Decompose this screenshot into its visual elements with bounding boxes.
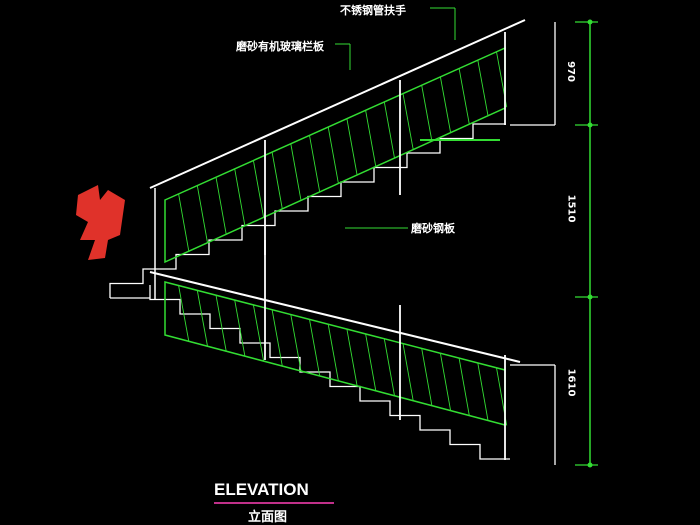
dimension-970: 970 bbox=[564, 61, 576, 82]
upper-handrail bbox=[149, 19, 526, 189]
panel-hatch-line bbox=[309, 319, 321, 377]
panel-hatch-line bbox=[309, 135, 321, 193]
panel-hatch-line bbox=[439, 76, 452, 133]
dimension-1510: 1510 bbox=[565, 194, 577, 223]
panel-hatch-line bbox=[271, 152, 283, 209]
panel-hatch-line bbox=[215, 177, 227, 235]
lower-flight-steps bbox=[149, 285, 510, 460]
label-handrail: 不锈钢管扶手 bbox=[340, 4, 406, 17]
panel-hatch-line bbox=[178, 193, 190, 252]
panel-hatch-line bbox=[458, 358, 470, 416]
panel-hatch-line bbox=[402, 343, 414, 401]
dimension-node bbox=[587, 294, 593, 300]
panel-hatch-line bbox=[383, 338, 395, 396]
drawing-title: ELEVATION bbox=[214, 480, 309, 499]
panel-hatch-line bbox=[196, 290, 208, 347]
title-underline bbox=[214, 502, 334, 504]
panel-hatch-line bbox=[196, 185, 208, 243]
panel-hatch-line bbox=[458, 68, 470, 125]
panel-hatch-line bbox=[252, 160, 265, 218]
panel-hatch-line bbox=[234, 168, 246, 226]
panel-hatch-line bbox=[365, 110, 377, 167]
dimension-1610: 1610 bbox=[565, 368, 577, 397]
panel-hatch-line bbox=[402, 93, 414, 150]
panel-hatch-line bbox=[327, 126, 339, 184]
panel-hatch-line bbox=[477, 362, 489, 421]
lower-handrail bbox=[149, 271, 521, 363]
panel-hatch-line bbox=[383, 101, 395, 159]
panel-hatch-line bbox=[346, 118, 358, 176]
panel-hatch-line bbox=[327, 324, 339, 381]
panel-hatch-line bbox=[252, 304, 265, 362]
panel-hatch-line bbox=[234, 299, 246, 357]
panel-hatch-line bbox=[439, 353, 452, 411]
dimension-node bbox=[587, 122, 593, 128]
panel-hatch-line bbox=[477, 60, 489, 116]
lower-glass-panel bbox=[164, 281, 506, 426]
label-glass-panel: 磨砂有机玻璃栏板 bbox=[236, 40, 324, 53]
dimension-node bbox=[587, 19, 593, 25]
panel-hatch-line bbox=[215, 295, 227, 352]
panel-hatch-line bbox=[178, 285, 190, 342]
panel-hatch-line bbox=[290, 143, 302, 201]
drawing-subtitle: 立面图 bbox=[248, 510, 288, 525]
label-steel-plate: 磨砂钢板 bbox=[411, 222, 455, 235]
logo-mark bbox=[76, 185, 125, 260]
panel-hatch-line bbox=[290, 314, 302, 372]
panel-hatch-line bbox=[421, 85, 433, 142]
upper-flight-steps bbox=[109, 123, 506, 298]
dimension-node bbox=[587, 462, 593, 468]
panel-hatch-line bbox=[421, 348, 433, 406]
panel-hatch-line bbox=[271, 309, 283, 367]
panel-hatch-line bbox=[346, 329, 358, 386]
panel-hatch-line bbox=[365, 333, 377, 391]
